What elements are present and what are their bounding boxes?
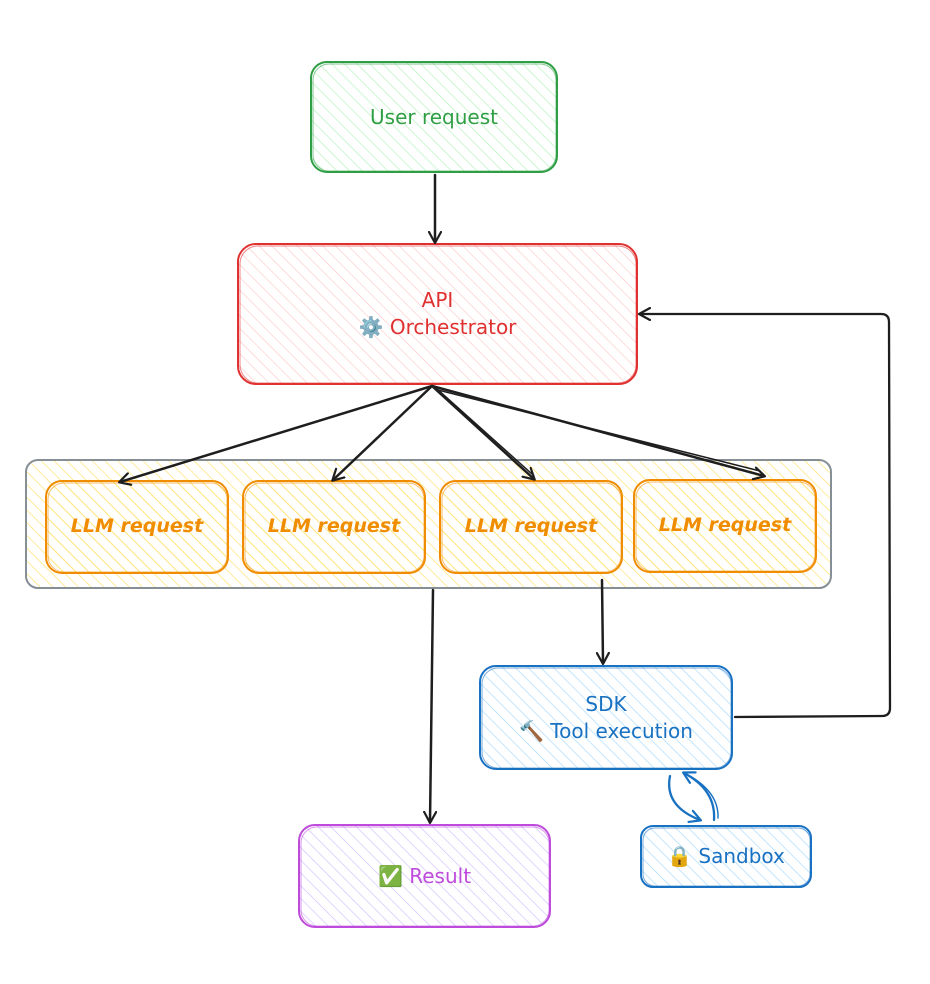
sdk-tool-execution-node [479, 665, 733, 770]
sdk-title: SDK [585, 691, 627, 716]
user-request-text: User request [370, 104, 498, 129]
user-request-node [310, 61, 558, 173]
llm-request-text: LLM request [70, 515, 204, 538]
llm-request-text: LLM request [658, 514, 792, 537]
api-title: API [421, 288, 454, 312]
llm-request-node-2 [242, 480, 426, 574]
llm-request-label-3: LLM request [440, 481, 622, 573]
tool-execution-text: Tool execution [550, 718, 693, 743]
arrow-api-to-llm-4 [430, 384, 764, 476]
arrow-sdk-to-sandbox [668, 773, 719, 820]
result-label: ✅ Result [299, 825, 550, 927]
result-text: Result [409, 863, 472, 888]
llm-request-node-3 [439, 480, 623, 574]
result-node [298, 824, 551, 928]
arrow-sdk-to-api-loop [640, 314, 892, 719]
orchestrator-text: Orchestrator [389, 315, 517, 339]
sandbox-line: 🔒 Sandbox [667, 843, 785, 870]
sdk-label: SDK 🔨 Tool execution [480, 666, 732, 769]
llm-request-text: LLM request [464, 515, 598, 538]
hammer-icon: 🔨 [519, 718, 544, 743]
check-icon: ✅ [377, 863, 403, 888]
arrow-api-to-llm-2 [333, 384, 434, 480]
sandbox-label: 🔒 Sandbox [641, 826, 811, 887]
sdk-subtitle: 🔨 Tool execution [519, 718, 693, 745]
lock-icon: 🔒 [667, 844, 693, 868]
api-orchestrator-label: API ⚙️ Orchestrator [238, 244, 637, 384]
user-request-label: User request [311, 62, 557, 172]
api-subtitle: ⚙️ Orchestrator [359, 314, 517, 341]
llm-request-label-4: LLM request [634, 480, 816, 572]
llm-request-label-2: LLM request [243, 481, 425, 573]
llm-request-node-4 [633, 479, 817, 573]
llm-request-text: LLM request [267, 515, 401, 538]
sandbox-text: Sandbox [698, 844, 785, 868]
result-line: ✅ Result [378, 863, 471, 890]
sandbox-node [640, 825, 812, 888]
arrow-api-to-llm-1 [120, 384, 434, 482]
gear-icon: ⚙️ [358, 315, 384, 339]
arrow-api-to-llm-3 [430, 384, 534, 479]
arrow-llm-group-to-result [430, 588, 433, 822]
llm-request-node-1 [45, 480, 229, 574]
llm-request-label-1: LLM request [46, 481, 228, 573]
arrow-llm-to-sdk [602, 578, 603, 663]
